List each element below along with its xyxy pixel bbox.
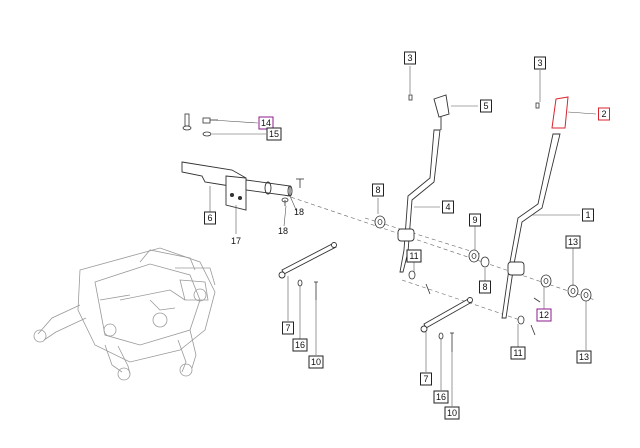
callout-box [536,308,552,322]
callout-number: 1 [585,210,590,220]
callout-box [292,338,308,352]
callout-12: 12 [536,308,552,322]
callout-box [510,346,526,360]
callout-16: 16 [433,390,449,404]
callout-number: 8 [482,282,487,292]
tractor-hitch-illustration [33,247,216,381]
callout-number: 9 [472,215,477,225]
pins-part-3 [408,94,540,109]
callout-box [433,390,449,404]
linkage-rods [278,242,473,333]
callout-7: 7 [420,372,432,386]
callout-17: 17 [231,236,241,246]
callout-box [406,249,422,263]
callout-number: 11 [409,251,418,261]
callout-number: 7 [285,323,290,333]
callout-14: 14 [258,116,274,130]
callout-16: 16 [292,338,308,352]
callout-number: 5 [483,101,488,111]
callout-box [266,127,282,141]
bracket-part [181,161,293,211]
callout-11: 11 [510,346,526,360]
callout-number: 16 [436,392,446,402]
lever-part-4 [397,129,441,273]
callout-number: 11 [513,348,522,358]
washers-and-bushings [374,215,592,325]
callout-10: 10 [308,355,324,369]
callout-18: 18 [294,207,304,217]
callout-10: 10 [444,406,460,420]
knob-part-5 [433,94,450,130]
callout-number: 18 [278,226,288,236]
callout-box [442,200,454,214]
callout-number: 12 [539,310,549,320]
callout-box [534,56,546,70]
callout-box [204,211,216,225]
callout-number: 3 [407,53,412,63]
callout-box [444,406,460,420]
callout-number: 13 [568,237,578,247]
callout-4: 4 [442,200,454,214]
leader-lines [209,66,597,406]
callout-box [469,213,481,227]
callout-box [404,51,416,65]
callout-box [420,372,432,386]
callout-number: 4 [445,202,450,212]
callout-box [576,350,592,364]
small-pins [425,283,541,336]
callout-box [308,355,324,369]
callout-box [282,321,294,335]
callout-9: 9 [469,213,481,227]
knob-part-2-highlighted [551,96,569,129]
callout-box [258,116,274,130]
callout-3: 3 [534,56,546,70]
callout-number: 7 [423,374,428,384]
callout-13: 13 [576,350,592,364]
callout-5: 5 [480,99,492,113]
callout-13: 13 [565,235,581,249]
callout-box [565,235,581,249]
lever-part-1 [501,133,561,319]
callout-1: 1 [582,208,594,222]
callout-number: 3 [537,58,542,68]
callout-6: 6 [204,211,216,225]
callout-number: 16 [295,340,305,350]
callout-15: 15 [266,127,282,141]
callout-7: 7 [282,321,294,335]
callout-box [479,280,491,294]
callout-number: 18 [294,207,304,217]
callout-box [372,183,384,197]
callout-box [582,208,594,222]
callout-number: 6 [207,213,212,223]
assembly-axes [257,185,596,321]
callout-8: 8 [372,183,384,197]
callout-8: 8 [479,280,491,294]
callout-2: 2 [598,107,610,121]
callout-number: 8 [375,185,380,195]
callout-number: 14 [261,118,271,128]
callout-box [480,99,492,113]
callout-3: 3 [404,51,416,65]
clips-and-pins [297,279,454,352]
callout-number: 2 [601,109,606,119]
callout-number: 15 [269,129,279,139]
callout-number: 13 [579,352,589,362]
callout-number: 10 [311,357,321,367]
callout-18: 18 [278,226,288,236]
callout-11: 11 [406,249,422,263]
callout-box [598,107,610,121]
callout-number: 10 [447,408,457,418]
callout-number: 17 [231,236,241,246]
